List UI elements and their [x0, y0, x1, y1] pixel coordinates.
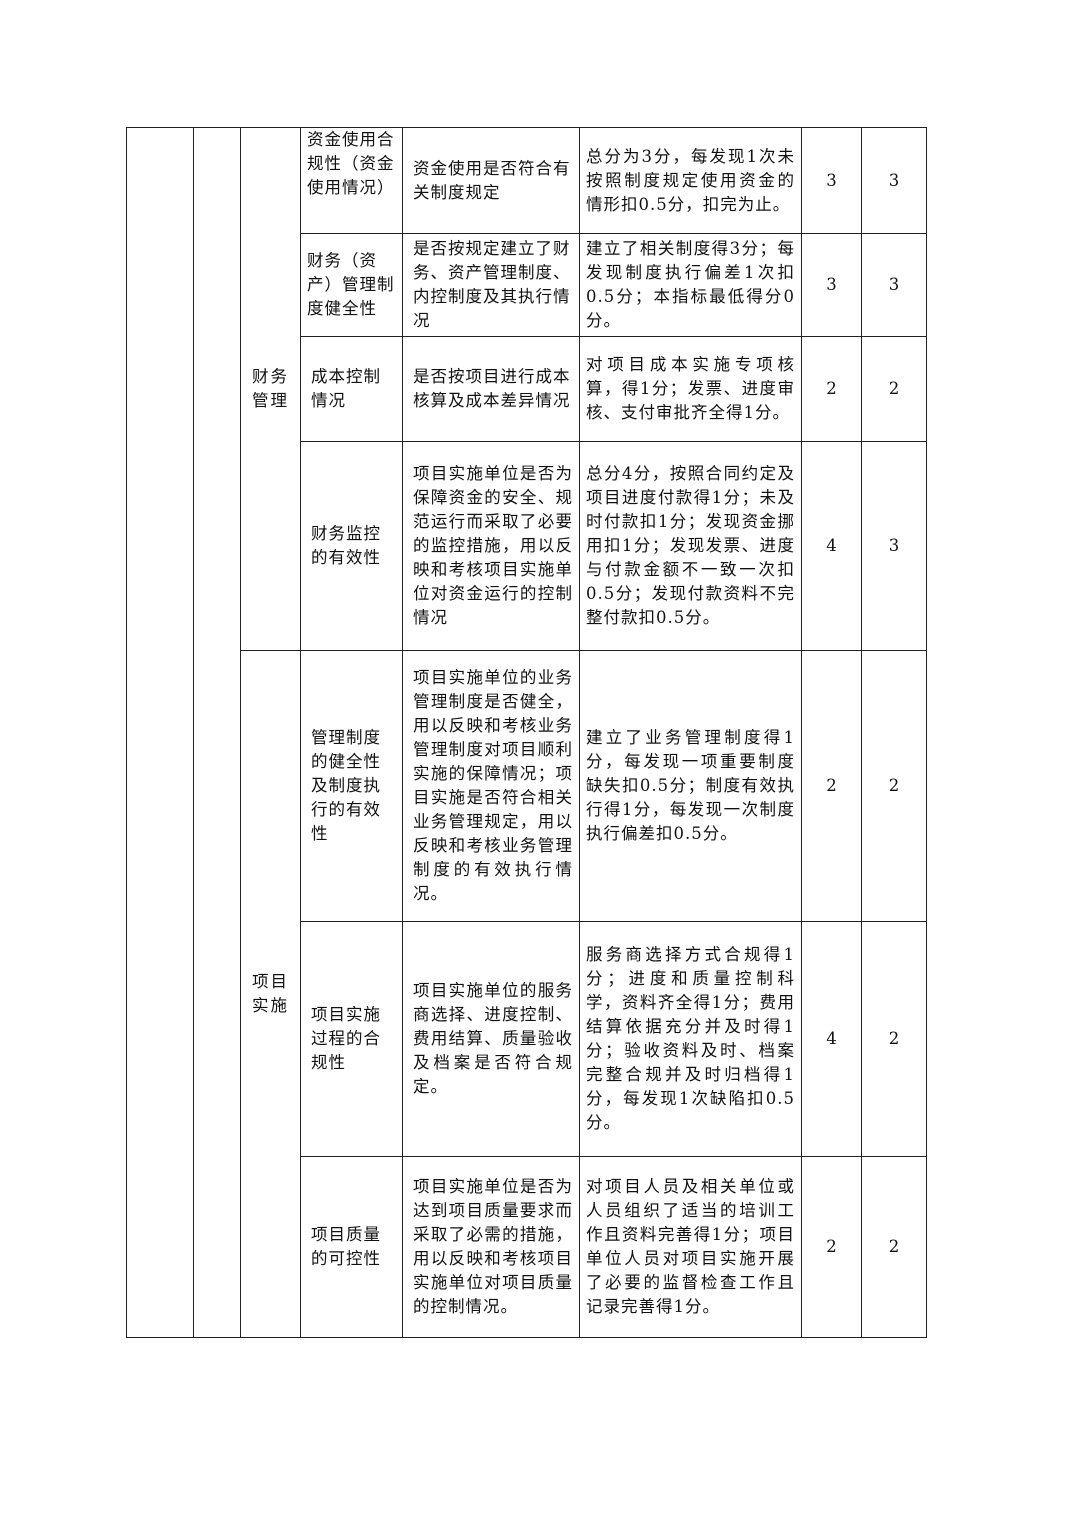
indicator-cell: 财务监控的有效性	[300, 441, 403, 651]
indicator-cell: 资金使用合规性（资金使用情况）	[300, 127, 403, 234]
score-cell: 3	[861, 233, 927, 337]
score-cell: 3	[861, 441, 927, 651]
description-cell: 是否按规定建立了财务、资产管理制度、内控制度及其执行情况	[402, 233, 580, 337]
criteria-cell: 服务商选择方式合规得1分；进度和质量控制科学，资料齐全得1分；费用结算依据充分并…	[579, 921, 802, 1157]
indicator-cell: 项目质量的可控性	[300, 1156, 403, 1338]
description-cell: 资金使用是否符合有关制度规定	[402, 127, 580, 234]
table-row: 项目实施 管理制度的健全性及制度执行的有效性 项目实施单位的业务管理制度是否健全…	[127, 650, 927, 1338]
table-row: 成本控制情况 是否按项目进行成本核算及成本差异情况 对项目成本实施专项核算，得1…	[127, 336, 927, 442]
criteria-cell: 总分4分，按照合同约定及项目进度付款得1分；未及时付款扣1分；发现资金挪用扣1分…	[579, 441, 802, 651]
table-row: 财务管理 资金使用合规性（资金使用情况） 资金使用是否符合有关制度规定 总分为3…	[126, 127, 927, 1338]
level2-indicator-cell	[193, 127, 241, 1338]
description-cell: 项目实施单位的服务商选择、进度控制、费用结算、质量验收及档案是否符合规定。	[402, 921, 580, 1157]
criteria-cell: 对项目人员及相关单位或人员组织了适当的培训工作且资料完善得1分；项目单位人员对项…	[579, 1156, 802, 1338]
description-cell: 项目实施单位的业务管理制度是否健全，用以反映和考核业务管理制度对项目顺利实施的保…	[402, 650, 580, 922]
table-row: 财务监控的有效性 项目实施单位是否为保障资金的安全、规范运行而采取了必要的监控措…	[127, 441, 927, 651]
full-score-cell: 2	[801, 336, 862, 442]
indicator-cell: 项目实施过程的合规性	[300, 921, 403, 1157]
indicator-cell: 财务（资产）管理制度健全性	[300, 233, 403, 337]
description-cell: 是否按项目进行成本核算及成本差异情况	[402, 336, 580, 442]
indicator-cell: 成本控制情况	[300, 336, 403, 442]
score-cell: 2	[861, 921, 927, 1157]
full-score-cell: 3	[801, 233, 862, 337]
level1-indicator-cell	[126, 127, 194, 1338]
criteria-cell: 总分为3分，每发现1次未按照制度规定使用资金的情形扣0.5分，扣完为止。	[579, 127, 802, 234]
full-score-cell: 3	[801, 127, 862, 234]
table-row: 项目质量的可控性 项目实施单位是否为达到项目质量要求而采取了必需的措施，用以反映…	[127, 1156, 927, 1338]
evaluation-table: 财务管理 资金使用合规性（资金使用情况） 资金使用是否符合有关制度规定 总分为3…	[126, 127, 927, 1338]
indicator-cell: 管理制度的健全性及制度执行的有效性	[300, 650, 403, 922]
score-cell: 3	[861, 127, 927, 234]
full-score-cell: 4	[801, 921, 862, 1157]
full-score-cell: 2	[801, 1156, 862, 1338]
group-implementation-label: 项目实施	[240, 650, 301, 1338]
score-cell: 2	[861, 336, 927, 442]
table-row: 财务（资产）管理制度健全性 是否按规定建立了财务、资产管理制度、内控制度及其执行…	[127, 233, 927, 337]
description-cell: 项目实施单位是否为达到项目质量要求而采取了必需的措施，用以反映和考核项目实施单位…	[402, 1156, 580, 1338]
score-cell: 2	[861, 650, 927, 922]
description-cell: 项目实施单位是否为保障资金的安全、规范运行而采取了必要的监控措施，用以反映和考核…	[402, 441, 580, 651]
full-score-cell: 2	[801, 650, 862, 922]
criteria-cell: 建立了业务管理制度得1分，每发现一项重要制度缺失扣0.5分；制度有效执行得1分，…	[579, 650, 802, 922]
criteria-cell: 建立了相关制度得3分；每发现制度执行偏差1次扣0.5分；本指标最低得分0分。	[579, 233, 802, 337]
table-row: 项目实施过程的合规性 项目实施单位的服务商选择、进度控制、费用结算、质量验收及档…	[127, 921, 927, 1157]
full-score-cell: 4	[801, 441, 862, 651]
group-finance-label: 财务管理	[240, 127, 301, 651]
score-cell: 2	[861, 1156, 927, 1338]
criteria-cell: 对项目成本实施专项核算，得1分；发票、进度审核、支付审批齐全得1分。	[579, 336, 802, 442]
